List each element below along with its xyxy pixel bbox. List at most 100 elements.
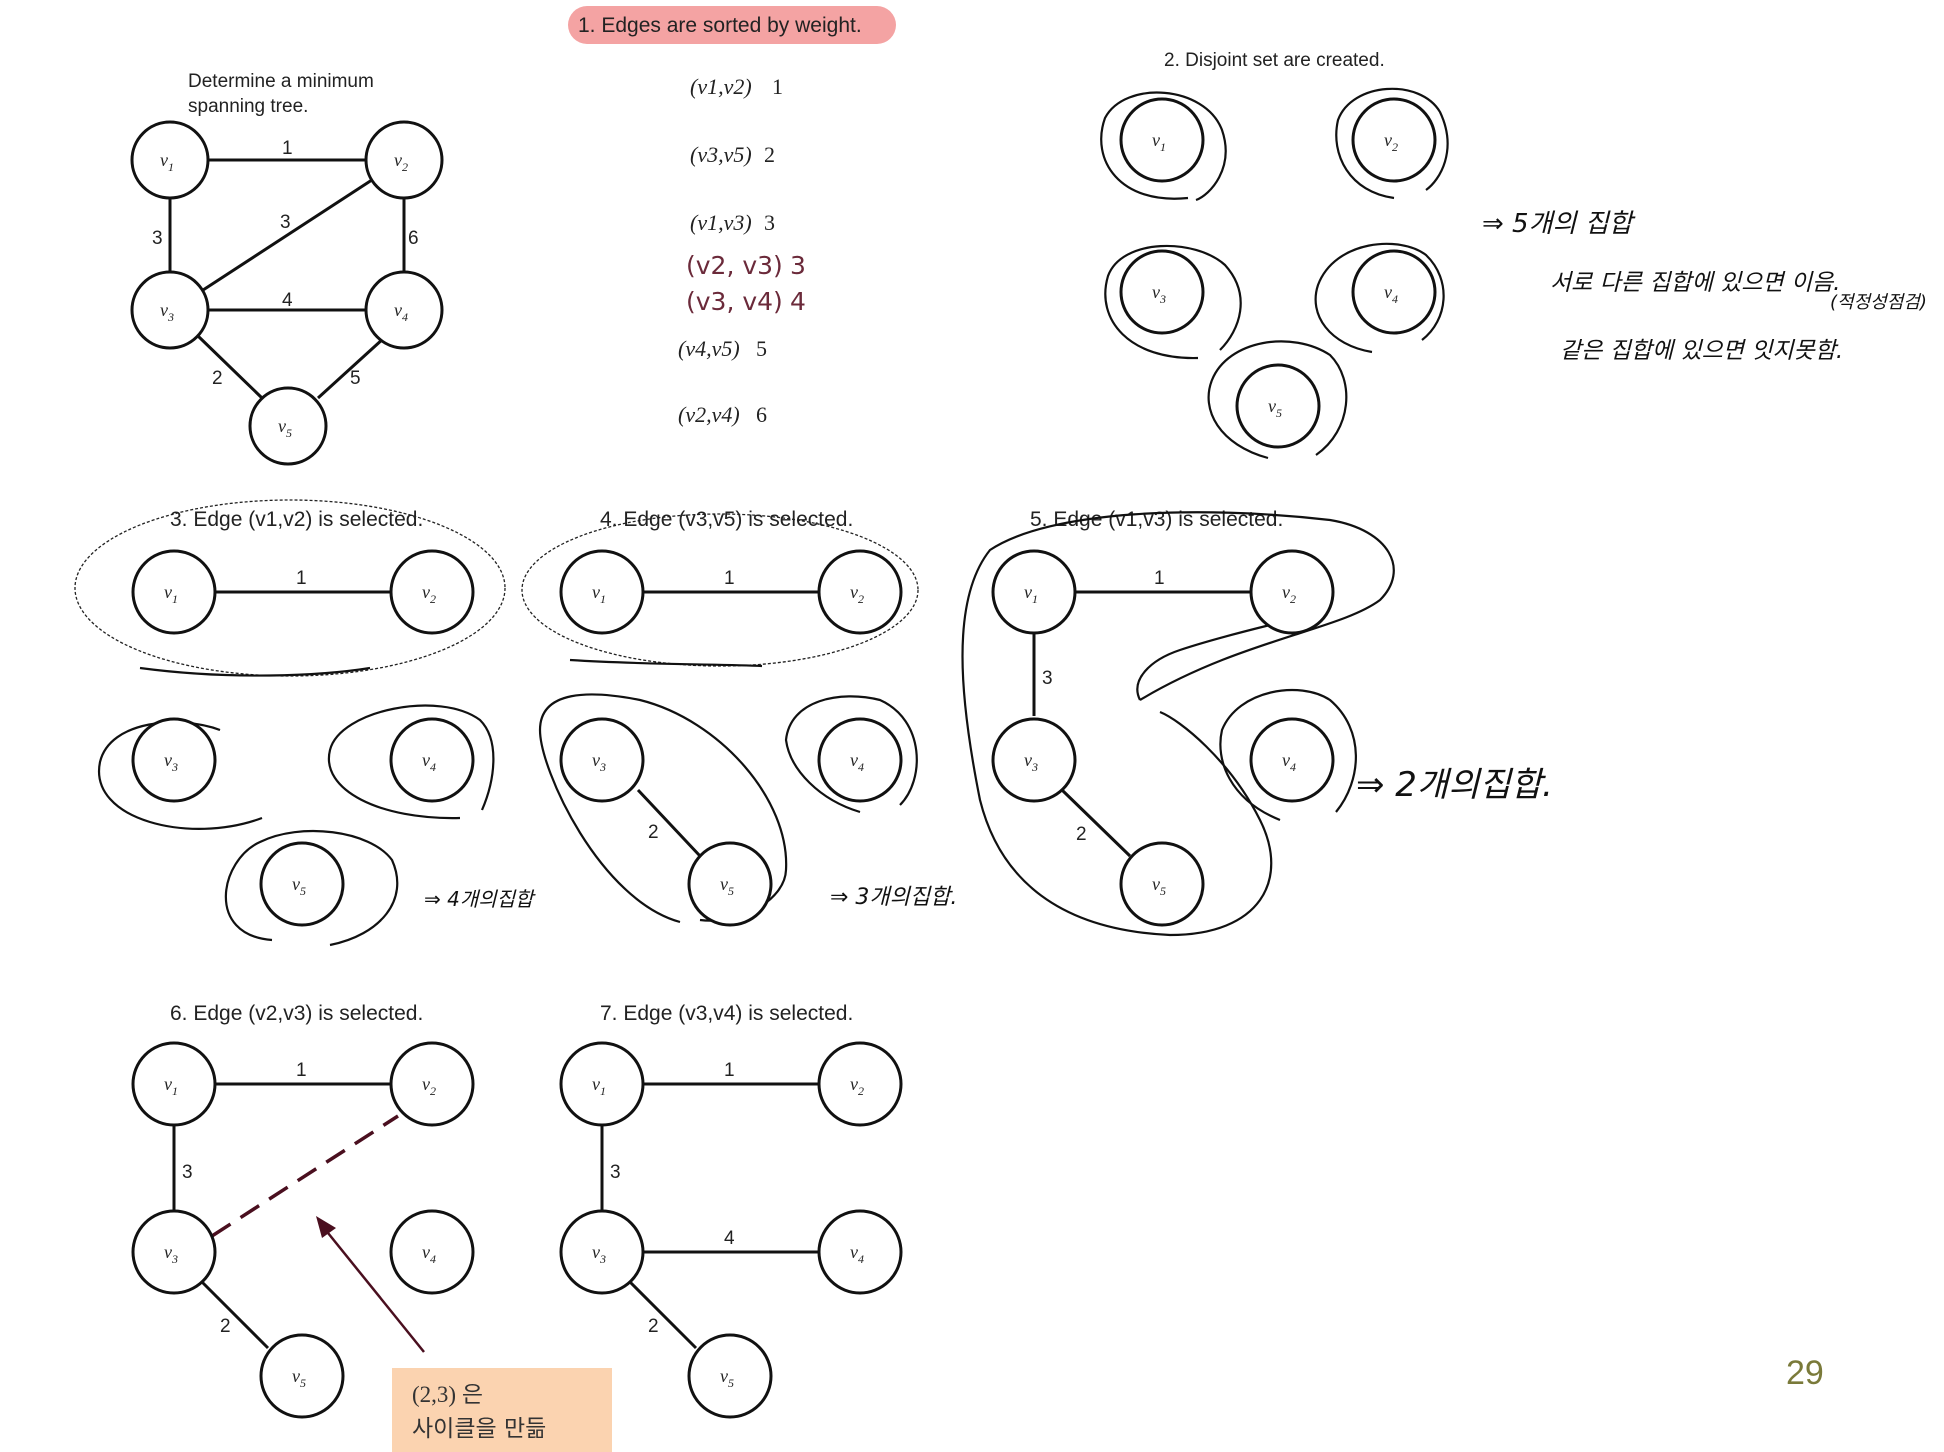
note-validity-check: (적정성점검) xyxy=(1830,292,1927,313)
step5-weight-v1v3: 3 xyxy=(1042,668,1053,689)
step7-vertex-v3: v3 xyxy=(559,1209,645,1295)
step2-vertex-v2: v2 xyxy=(1351,97,1437,183)
step7-weight-v3v4: 4 xyxy=(724,1228,735,1249)
step5-vertex-v5: v5 xyxy=(1119,841,1205,927)
step3-vertex-v5: v5 xyxy=(259,841,345,927)
step3-note: ⇒ 4개의집합 xyxy=(424,887,536,911)
step5-vertex-v2: v2 xyxy=(1249,549,1335,635)
sorted-edge-5: (v3, v4) xyxy=(686,287,783,316)
edge-v3-v5 xyxy=(196,334,264,400)
step6-vertex-v5: v5 xyxy=(259,1333,345,1419)
weight-v4v5: 5 xyxy=(350,368,361,389)
step4-vertex-v5: v5 xyxy=(687,841,773,927)
step4-hand-loops xyxy=(521,513,919,924)
step3-vertex-v3: v3 xyxy=(131,717,217,803)
step7-vertex-v5: v5 xyxy=(687,1333,773,1419)
step3-weight-v1v2: 1 xyxy=(296,568,307,589)
step7-edge-v3v5 xyxy=(628,1280,698,1350)
intro-vertex-v4: v4 xyxy=(364,270,444,350)
step4-note: ⇒ 3개의집합. xyxy=(830,885,957,910)
intro-graph: 1 3 3 6 4 2 5 xyxy=(152,138,419,400)
sorted-weight-7: 6 xyxy=(756,402,767,427)
step7-weight-v3v5: 2 xyxy=(648,1316,659,1337)
sorted-weight-4: 3 xyxy=(790,251,806,280)
step1-title-highlight xyxy=(568,6,896,44)
sorted-edge-4: (v2, v3) xyxy=(686,251,783,280)
edge-v4-v5 xyxy=(316,336,386,400)
step5-weight-v3v5: 2 xyxy=(1076,824,1087,845)
sorted-weight-2: 2 xyxy=(764,142,775,167)
vertex-layer: v1 v2 v3 v4 v5 v1 v2 v3 v4 v5 v1 v2 v3 v4 v5 v1 v2 v3 v4 v5… xyxy=(130,97,1437,1419)
step4-weight-v3v5: 2 xyxy=(648,822,659,843)
step3-vertex-v4: v4 xyxy=(389,717,475,803)
sorted-edge-7: (v2,v4) xyxy=(678,402,740,427)
intro-vertex-v3: v3 xyxy=(130,270,210,350)
step6-title: 6. Edge (v2,v3) is selected. xyxy=(170,1002,423,1025)
step7-vertex-v4: v4 xyxy=(817,1209,903,1295)
weight-v3v4: 4 xyxy=(282,290,293,311)
step6-rejected-edge-v2v3 xyxy=(211,1114,399,1238)
note-same-set: 같은 집합에 있으면 잇지못함. xyxy=(1560,338,1843,364)
note-connect-different: 서로 다른 집합에 있으면 이음. xyxy=(1550,270,1840,296)
step2-vertex-v5: v5 xyxy=(1235,363,1321,449)
intro-caption-line2: spanning tree. xyxy=(188,96,308,117)
step2-hand-loops xyxy=(1100,87,1449,460)
sorted-edge-2: (v3,v5) xyxy=(690,142,752,167)
step7-weight-v1v2: 1 xyxy=(724,1060,735,1081)
sorted-edge-1: (v1,v2) xyxy=(690,74,752,99)
weight-v2v3: 3 xyxy=(280,212,291,233)
step6-vertex-v4: v4 xyxy=(389,1209,475,1295)
step6-vertex-v3: v3 xyxy=(131,1209,217,1295)
step4-weight-v1v2: 1 xyxy=(724,568,735,589)
step4-vertex-v2: v2 xyxy=(817,549,903,635)
step6-weight-v1v3: 3 xyxy=(182,1162,193,1183)
step5-title: 5. Edge (v1,v3) is selected. xyxy=(1030,508,1283,531)
step7-vertex-v2: v2 xyxy=(817,1041,903,1127)
step6-weight-v3v5: 2 xyxy=(220,1316,231,1337)
step7-weight-v1v3: 3 xyxy=(610,1162,621,1183)
step6-vertex-v2: v2 xyxy=(389,1041,475,1127)
intro-caption-line1: Determine a minimum xyxy=(188,71,374,92)
sorted-weight-3: 3 xyxy=(764,210,775,235)
intro-vertex-v5: v5 xyxy=(248,386,328,466)
callout-box xyxy=(392,1368,612,1452)
weight-v3v5: 2 xyxy=(212,368,223,389)
step4-vertex-v4: v4 xyxy=(817,717,903,803)
step3-vertex-v1: v1 xyxy=(131,549,217,635)
sorted-edge-list: (v1,v2) 1 (v3,v5) 2 (v1,v3) 3 (v2, v3) 3… xyxy=(678,74,806,427)
sorted-edge-3: (v1,v3) xyxy=(690,210,752,235)
sorted-edge-6: (v4,v5) xyxy=(678,336,740,361)
step4-edge-v3v5 xyxy=(636,788,702,858)
step2-vertex-v3: v3 xyxy=(1119,249,1205,335)
step3-title: 3. Edge (v1,v2) is selected. xyxy=(170,508,423,531)
step5-weight-v1v2: 1 xyxy=(1154,568,1165,589)
step5-note: ⇒ 2개의집합. xyxy=(1356,765,1553,805)
step4-title: 4. Edge (v3,v5) is selected. xyxy=(600,508,853,531)
edge-v2-v3 xyxy=(199,174,379,294)
weight-v1v3: 3 xyxy=(152,228,163,249)
step6-edge-v3v5 xyxy=(200,1280,270,1350)
step5-vertex-v4: v4 xyxy=(1249,717,1335,803)
callout-arrow-head xyxy=(316,1216,336,1238)
step4-vertex-v3: v3 xyxy=(559,717,645,803)
step1-title: 1. Edges are sorted by weight. xyxy=(578,14,862,37)
callout-line2: 사이클을 만듦 xyxy=(412,1416,546,1442)
intro-vertex-v2: v2 xyxy=(364,120,444,200)
callout-line1: (2,3) 은 xyxy=(412,1382,483,1407)
step5-vertex-v1: v1 xyxy=(991,549,1077,635)
step2-vertex-v4: v4 xyxy=(1351,249,1437,335)
step5-vertex-v3: v3 xyxy=(991,717,1077,803)
intro-caption: Determine a minimum spanning tree. xyxy=(188,71,374,117)
sorted-weight-6: 5 xyxy=(756,336,767,361)
sorted-weight-1: 1 xyxy=(772,74,783,99)
step4-vertex-v1: v1 xyxy=(559,549,645,635)
step7-title: 7. Edge (v3,v4) is selected. xyxy=(600,1002,853,1025)
step6-weight-v1v2: 1 xyxy=(296,1060,307,1081)
page-number: 29 xyxy=(1786,1354,1824,1392)
step7-vertex-v1: v1 xyxy=(559,1041,645,1127)
step5-edge-v3v5 xyxy=(1060,788,1132,858)
step6-vertex-v1: v1 xyxy=(131,1041,217,1127)
step2-vertex-v1: v1 xyxy=(1119,97,1205,183)
step2-title: 2. Disjoint set are created. xyxy=(1164,50,1385,71)
sorted-weight-5: 4 xyxy=(790,287,806,316)
